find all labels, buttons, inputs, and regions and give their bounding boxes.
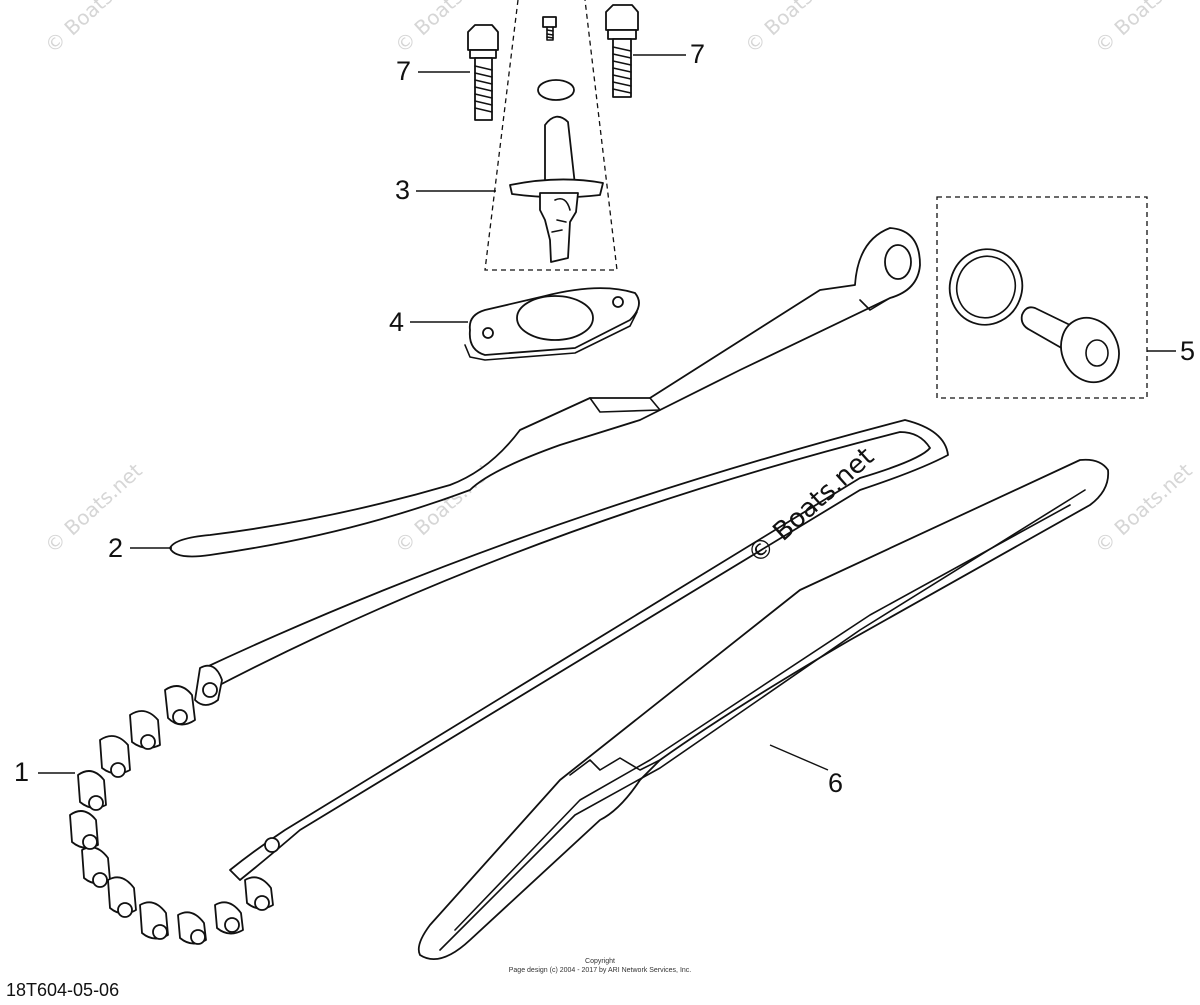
callout-gasket: 4 — [389, 307, 405, 337]
callout-chain: 1 — [14, 757, 30, 787]
callout-slider: 2 — [108, 533, 124, 563]
chain-guide-icon — [417, 458, 1110, 960]
copyright-line-2: Page design (c) 2004 - 2017 by ARI Netwo… — [508, 967, 692, 974]
bolt-kit-group — [936, 196, 1148, 399]
chain-slider-icon — [169, 227, 921, 558]
callout-bolt-left: 7 — [396, 56, 412, 86]
pivot-bolt-icon — [1020, 306, 1120, 384]
leader-lines — [38, 54, 1176, 774]
gasket-icon — [464, 287, 640, 361]
drawing-code: 18T604-05-06 — [6, 980, 120, 1000]
small-bolt-icon — [542, 16, 557, 41]
callout-bolt-kit: 5 — [1180, 336, 1196, 366]
callout-guide: 6 — [828, 768, 844, 798]
callout-tensioner: 3 — [395, 175, 411, 205]
cam-chain-icon — [69, 419, 949, 945]
callout-bolt-right: 7 — [690, 39, 706, 69]
bolt-right-icon — [605, 4, 639, 98]
tensioner-group — [484, 0, 618, 271]
copyright-line-1: Copyright — [585, 958, 615, 965]
o-ring-icon — [948, 248, 1024, 326]
washer-icon — [537, 79, 575, 101]
bolt-left-icon — [467, 24, 499, 121]
copyright-notice: Copyright Page design (c) 2004 - 2017 by… — [470, 957, 730, 975]
tensioner-icon — [509, 115, 604, 263]
